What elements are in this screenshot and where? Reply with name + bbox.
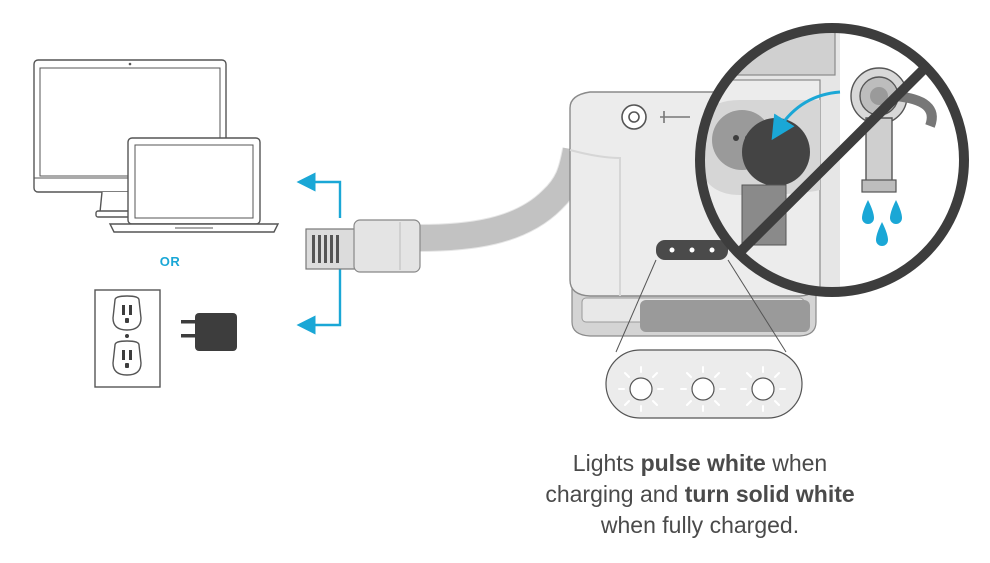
no-water-icon <box>695 23 969 297</box>
earbud-icon <box>712 110 810 246</box>
water-drops-icon <box>862 200 902 246</box>
connection-arrows <box>296 172 342 335</box>
laptop-icon <box>108 137 280 233</box>
faucet-icon <box>850 67 937 193</box>
caption-line-3: when fully charged. <box>600 512 800 538</box>
caption-line-2: charging and turn solid white <box>545 481 855 507</box>
usb-plug-icon <box>305 147 590 273</box>
charging-lights-caption: Lights pulse white when charging and tur… <box>500 448 900 541</box>
caption-line-1: Lights pulse white when <box>572 450 828 476</box>
wall-adapter-icon <box>181 313 237 351</box>
or-label: OR <box>159 254 181 269</box>
indicator-lights-icon <box>605 349 803 419</box>
callout-lines <box>615 259 787 353</box>
wall-outlet-icon <box>94 289 161 388</box>
